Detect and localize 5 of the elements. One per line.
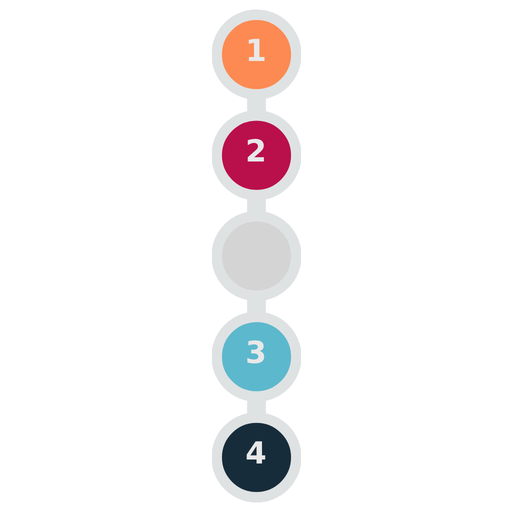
node-circle: 2 bbox=[212, 110, 300, 200]
node-circle bbox=[212, 210, 300, 302]
node-circle: 1 bbox=[212, 10, 300, 100]
node-circle: 3 bbox=[212, 312, 300, 402]
node-circle: 4 bbox=[212, 412, 300, 502]
